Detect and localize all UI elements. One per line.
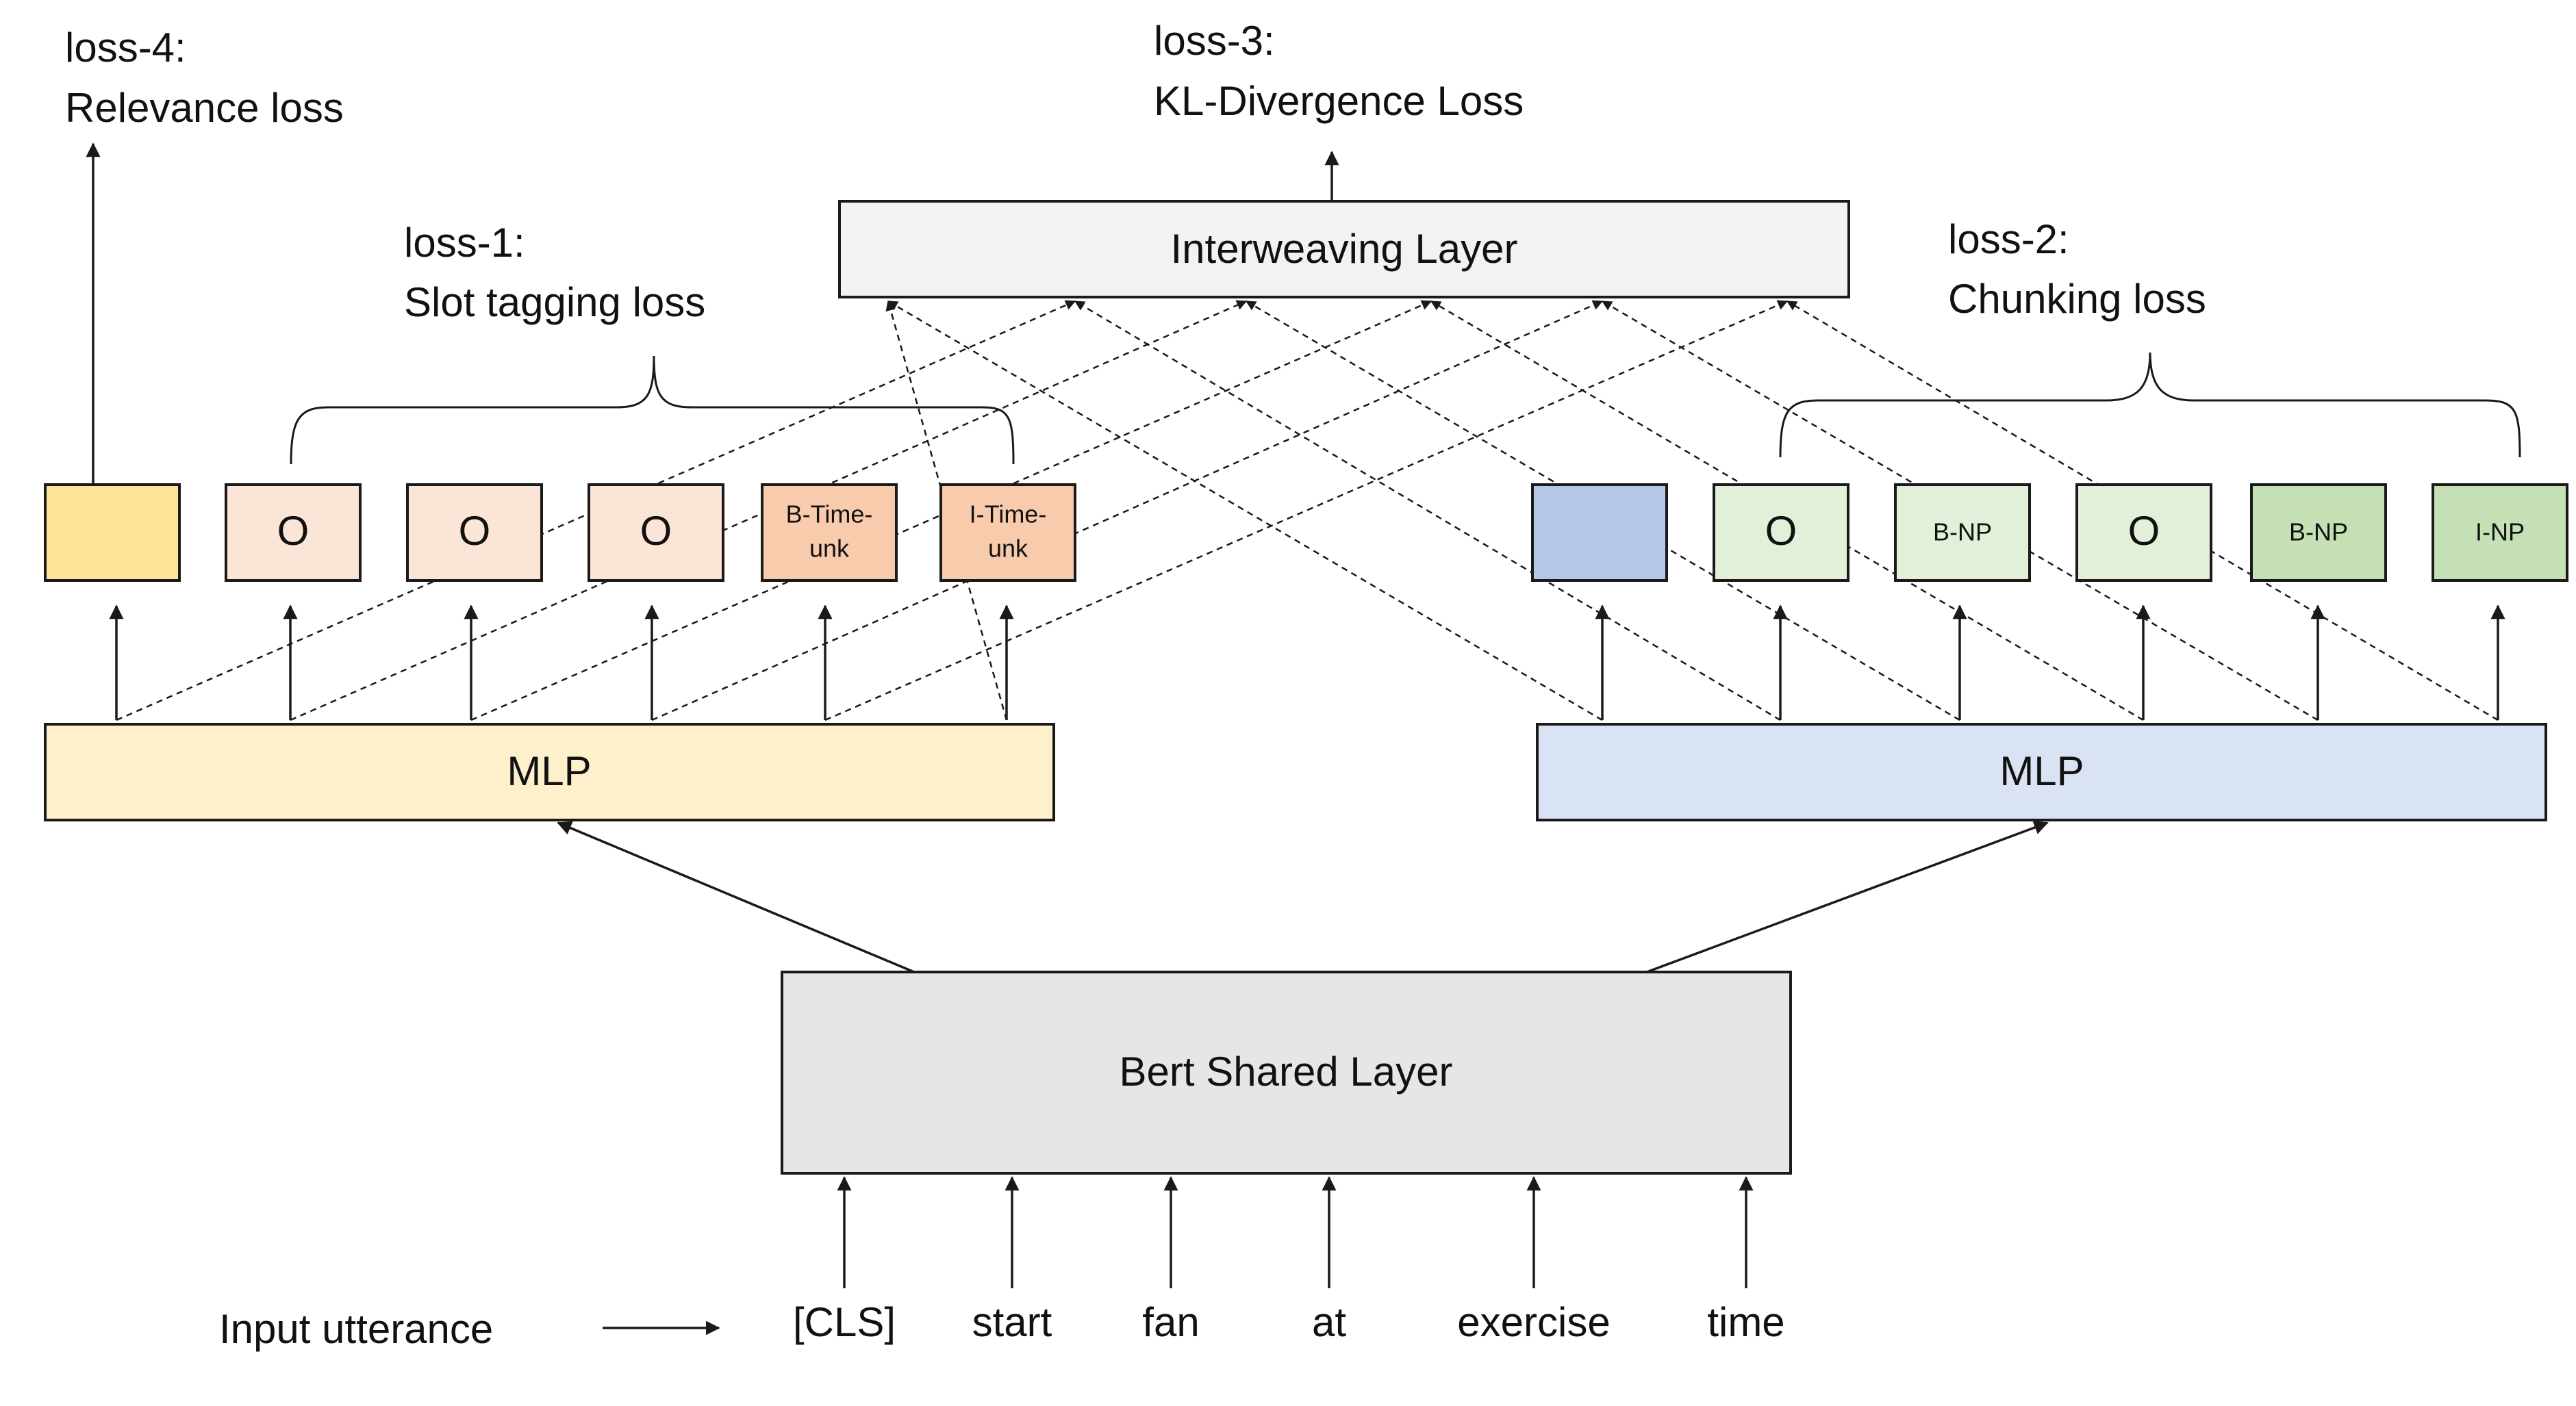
left-mlp-arrows xyxy=(109,604,1014,720)
dashed-connection xyxy=(1786,300,2499,721)
loss-4-title: loss-4: xyxy=(65,25,186,71)
input-token-row: [CLS] start fan at exercise time xyxy=(793,1299,1785,1345)
right-mlp-box xyxy=(1536,723,2547,821)
loss-1-title: loss-1: xyxy=(404,220,525,266)
slot-tag-label: O xyxy=(640,508,672,554)
slot-tag-label-line2: unk xyxy=(809,535,850,563)
layer-boxes: Interweaving Layer MLP MLP Bert Shared L… xyxy=(44,200,2547,1175)
bert-to-right-mlp-arrow xyxy=(1646,820,2049,973)
input-token: start xyxy=(972,1299,1052,1345)
bert-shared-layer-label: Bert Shared Layer xyxy=(1120,1049,1453,1095)
slot-tag-label: B-Time- xyxy=(786,500,873,528)
slot-tag-box xyxy=(588,483,724,582)
bert-to-left-mlp-arrow xyxy=(557,821,915,973)
dashed-connection xyxy=(885,300,1008,721)
loss-3-label: loss-3: KL-Divergence Loss xyxy=(1154,18,1524,124)
loss-4-name: Relevance loss xyxy=(65,85,344,131)
slot-tag-box xyxy=(406,483,543,582)
chunk-tag-label: I-NP xyxy=(2475,518,2525,546)
slot-tag-label: I-Time- xyxy=(970,500,1047,528)
chunk-tag-label: B-NP xyxy=(1933,518,1992,546)
loss-1-label: loss-1: Slot tagging loss xyxy=(404,220,705,325)
dashed-connection xyxy=(1074,300,1781,721)
slot-tag-box xyxy=(225,483,362,582)
bert-shared-layer-box xyxy=(781,971,1792,1175)
chunk-tag-box xyxy=(1713,483,1849,582)
input-token: fan xyxy=(1142,1299,1199,1345)
left-mlp-box xyxy=(44,723,1055,821)
chunk-tag-box xyxy=(1531,483,1668,582)
slot-tag-box xyxy=(939,483,1076,582)
right-mlp-arrows xyxy=(1595,604,2505,720)
chunk-tag-box xyxy=(2075,483,2212,582)
chunk-tag-label: O xyxy=(2128,508,2160,554)
slot-tag-box xyxy=(761,483,898,582)
slot-tag-box xyxy=(44,483,181,582)
input-token-arrows xyxy=(837,1176,1754,1288)
left-mlp-label: MLP xyxy=(507,748,591,794)
loss-3-title: loss-3: xyxy=(1154,18,1275,64)
loss-2-label: loss-2: Chunking loss xyxy=(1948,216,2206,322)
loss-4-label: loss-4: Relevance loss xyxy=(65,25,344,131)
slot-tag-row: O O O B-Time-unk I-Time-unk xyxy=(44,483,1076,582)
chunking-brace xyxy=(1779,352,2521,458)
slot-tagging-brace xyxy=(290,355,1015,465)
chunk-tag-label: O xyxy=(1765,508,1797,554)
interweaving-layer-box xyxy=(838,200,1850,298)
right-dashed-connections xyxy=(887,300,2499,721)
dashed-connection xyxy=(290,300,1248,721)
interweaving-layer-label: Interweaving Layer xyxy=(1171,226,1518,272)
input-token: exercise xyxy=(1457,1299,1610,1345)
dashed-connection xyxy=(651,300,1604,721)
right-mlp-label: MLP xyxy=(1999,748,2084,794)
input-token: at xyxy=(1312,1299,1346,1345)
input-token: time xyxy=(1707,1299,1784,1345)
slot-tag-label: O xyxy=(459,508,491,554)
loss-1-name: Slot tagging loss xyxy=(404,279,705,325)
left-dashed-connections xyxy=(116,300,1789,721)
dashed-connection xyxy=(1601,300,2319,721)
loss-3-name: KL-Divergence Loss xyxy=(1154,78,1524,124)
loss-2-name: Chunking loss xyxy=(1948,276,2206,322)
chunk-tag-box xyxy=(2250,483,2387,582)
input-utterance-label: Input utterance xyxy=(219,1306,493,1352)
connections xyxy=(86,142,2521,1335)
chunk-tag-row: O B-NP O B-NP I-NP xyxy=(1531,483,2568,582)
slot-tag-label-line2: unk xyxy=(988,535,1028,563)
chunk-tag-box xyxy=(2432,483,2568,582)
chunk-tag-label: B-NP xyxy=(2289,518,2348,546)
input-token: [CLS] xyxy=(793,1299,896,1345)
chunk-tag-box xyxy=(1894,483,2031,582)
loss-2-title: loss-2: xyxy=(1948,216,2069,262)
slot-tag-label: O xyxy=(277,508,310,554)
